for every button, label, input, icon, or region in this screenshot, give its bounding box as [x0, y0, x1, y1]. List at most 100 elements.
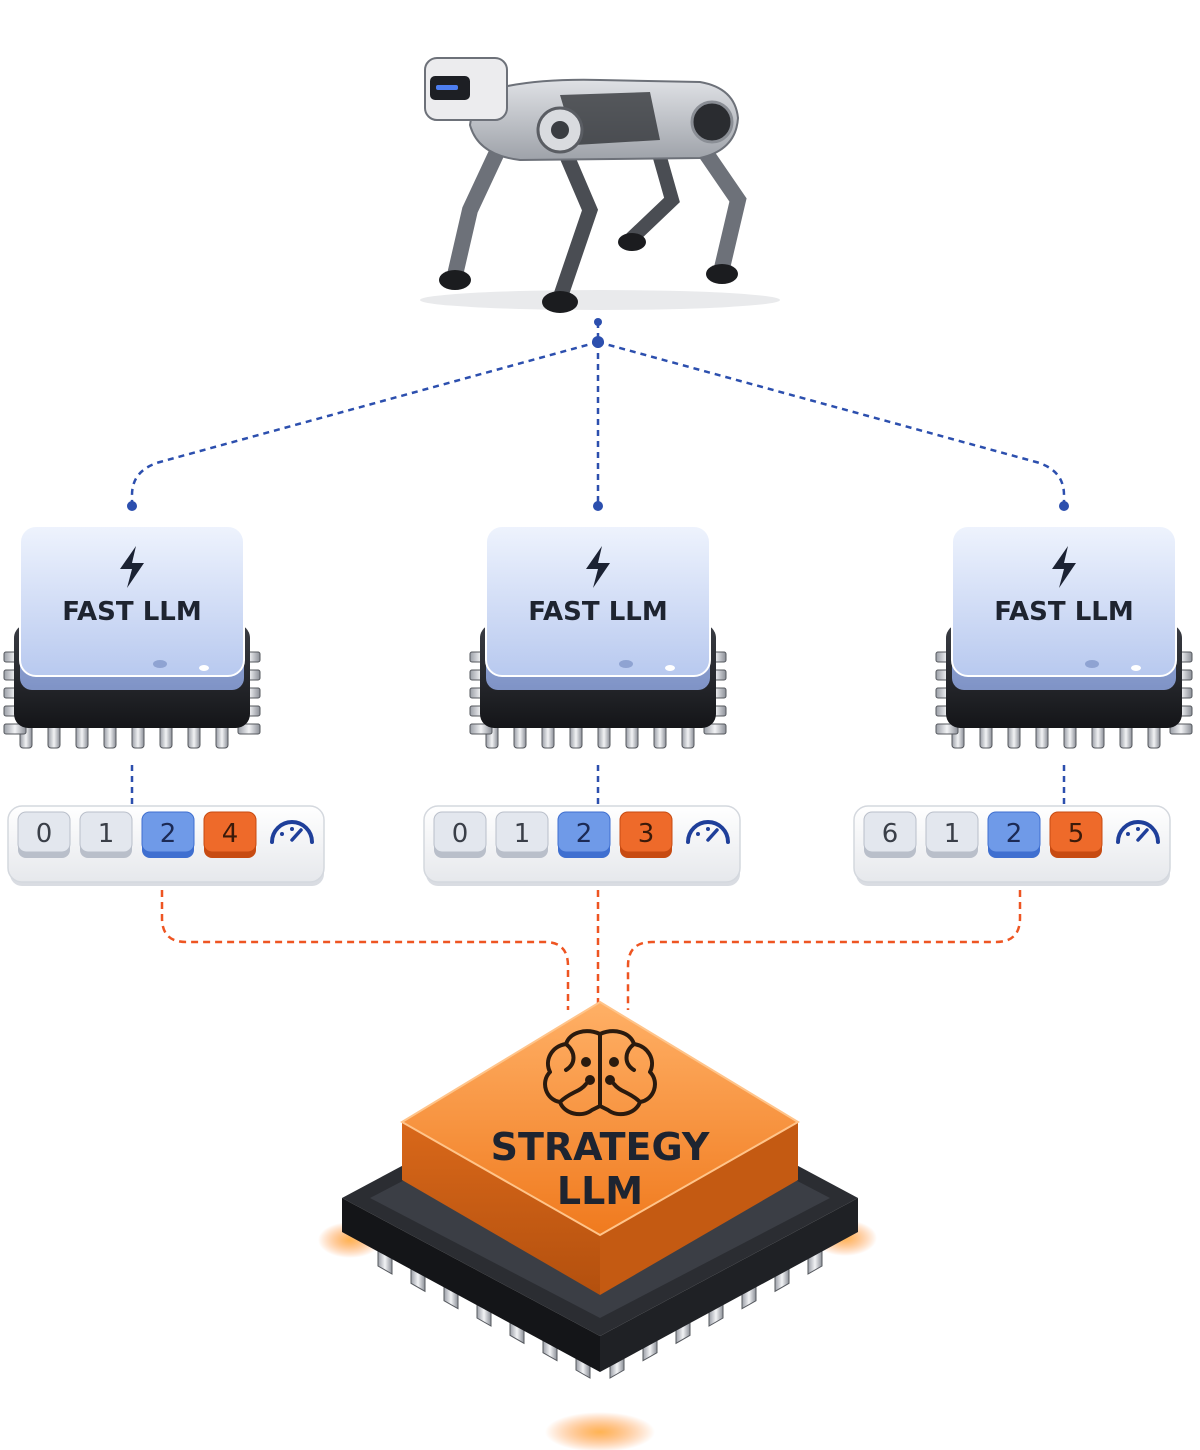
robot-leg: [552, 132, 599, 306]
token-value: 4: [222, 819, 239, 849]
token-value: 3: [638, 819, 655, 849]
robot-foot: [706, 264, 738, 284]
fast-chip-label: FAST LLM: [528, 597, 667, 627]
chip-status-dot: [619, 660, 633, 668]
robot-body-panel: [560, 92, 660, 145]
speedometer-tick: [280, 832, 284, 836]
speedometer-arc: [686, 820, 730, 844]
token-key: [495, 811, 549, 853]
speedometer-tick: [1136, 827, 1140, 831]
connector-hub-left: [130, 340, 599, 505]
chip-pin: [237, 723, 261, 735]
fast-chips: FAST LLM FAST LLM FAST LLM: [3, 525, 1193, 749]
brain-fold: [558, 1082, 588, 1104]
strategy-chip-body-side: [342, 1198, 600, 1372]
token-key: [433, 811, 487, 853]
token-value: 0: [36, 819, 53, 849]
speedometer-tick: [290, 827, 294, 831]
connector-dot: [127, 501, 137, 511]
token-bar: 0 1 2 4: [7, 805, 325, 886]
robot-foot: [542, 291, 578, 313]
brain-icon: [543, 1029, 657, 1117]
fast-llm-chip: FAST LLM: [3, 525, 261, 749]
speedometer-needle: [1136, 828, 1149, 842]
speedometer-arc: [270, 820, 314, 844]
chip-pin: [703, 723, 727, 735]
fast-llm-chip: FAST LLM: [935, 525, 1193, 749]
robot-eye: [436, 85, 458, 90]
robot-foot: [618, 233, 646, 251]
token-value: 6: [882, 819, 899, 849]
chip-pin: [1169, 723, 1193, 735]
speedometer-tick: [1126, 832, 1130, 836]
token-key: [619, 811, 673, 853]
connector-dot: [593, 501, 603, 511]
chip-status-dot: [153, 660, 167, 668]
connector-bar-strategy-left: [160, 890, 570, 1010]
brain-node: [581, 1057, 591, 1067]
speedometer-needle: [290, 828, 303, 842]
connector-hub-right: [597, 340, 1066, 505]
speedometer-icon: [1116, 820, 1160, 844]
strategy-chip-body-side: [600, 1198, 858, 1372]
connector-dots: [127, 318, 1069, 511]
token-key: [863, 811, 917, 853]
strategy-label-line1: STRATEGY: [491, 1125, 710, 1169]
fast-chip-label: FAST LLM: [62, 597, 201, 627]
strategy-llm-chip: STRATEGY LLM: [318, 1000, 877, 1450]
connector-dot: [594, 318, 602, 326]
glow: [545, 1412, 655, 1450]
chip-pin: [935, 723, 959, 735]
chip-pin: [469, 723, 493, 735]
brain-fold: [564, 1042, 576, 1072]
chip-status-dot: [199, 665, 209, 671]
fast-llm-chip: FAST LLM: [469, 525, 727, 749]
robot-leg: [625, 133, 680, 245]
token-key: [925, 811, 979, 853]
fast-chip-label: FAST LLM: [994, 597, 1133, 627]
token-value: 1: [944, 819, 961, 849]
strategy-label-line2: LLM: [557, 1169, 643, 1213]
token-value: 2: [1006, 819, 1023, 849]
token-value: 2: [576, 819, 593, 849]
token-key: [17, 811, 71, 853]
speedometer-tick: [696, 832, 700, 836]
strategy-chip-cap-side: [600, 1122, 798, 1295]
robot-foot: [439, 270, 471, 290]
fast-chip-cap-top: [19, 525, 245, 677]
token-value: 1: [514, 819, 531, 849]
brain-fold: [612, 1082, 642, 1104]
speedometer-icon: [686, 820, 730, 844]
token-key: [1049, 811, 1103, 853]
connector-dot: [1059, 501, 1069, 511]
token-value: 5: [1068, 819, 1085, 849]
token-value: 1: [98, 819, 115, 849]
token-key: [987, 811, 1041, 853]
token-key: [141, 811, 195, 853]
robot-dog-icon: [420, 57, 780, 313]
brain-node: [585, 1075, 595, 1085]
robot-leg: [447, 127, 513, 283]
lightning-bolt-icon: [1052, 546, 1076, 588]
token-key: [557, 811, 611, 853]
speedometer-arc: [1116, 820, 1160, 844]
fast-chip-cap-top: [951, 525, 1177, 677]
speedometer-icon: [270, 820, 314, 844]
token-key: [79, 811, 133, 853]
brain-fold: [624, 1042, 636, 1072]
lightning-bolt-icon: [120, 546, 144, 588]
connector-hub-dot: [592, 336, 604, 348]
robot-shadow: [420, 290, 780, 310]
token-value: 2: [160, 819, 177, 849]
token-key: [203, 811, 257, 853]
chip-status-dot: [665, 665, 675, 671]
lightning-bolt-icon: [586, 546, 610, 588]
speedometer-tick: [706, 827, 710, 831]
chip-pin: [3, 723, 27, 735]
robot-joint: [690, 100, 734, 144]
strategy-chip-cap-side: [402, 1122, 600, 1295]
brain-node: [605, 1075, 615, 1085]
